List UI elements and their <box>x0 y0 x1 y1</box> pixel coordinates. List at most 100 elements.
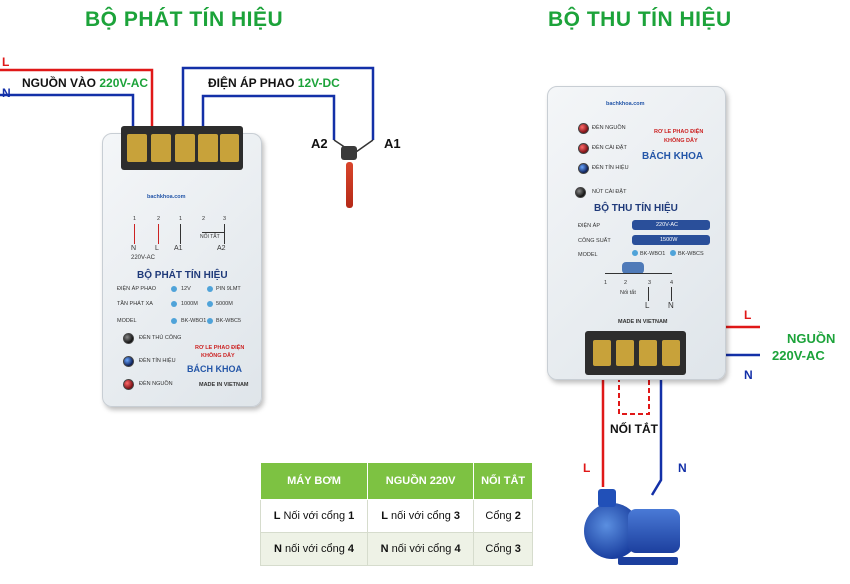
table-row: N nối với cổng 4 N nối với cổng 4 Cổng 3 <box>260 532 533 566</box>
tx-made-in: MADE IN VIETNAM <box>199 382 249 388</box>
tx-term-num: 2 <box>202 216 206 222</box>
cell-power: N nối với cổng 4 <box>366 532 475 566</box>
pump-n-label: N <box>678 461 687 475</box>
rx-indicator-label: ĐÈN CÀI ĐẶT <box>592 145 627 151</box>
tx-term-label: A2 <box>217 245 226 252</box>
rx-power-line2: 220V-AC <box>772 348 825 363</box>
short-label: NỐI TẮT <box>610 422 658 436</box>
table-header-row: MÁY BƠM NGUỒN 220V NỐI TẮT <box>260 462 533 500</box>
tx-spec-name: MODEL <box>117 318 137 324</box>
tx-spec-opt: PIN 9LMT <box>216 286 241 292</box>
tx-control-label: ĐÈN NGUỒN <box>139 381 173 387</box>
tx-spec-name: ĐIỆN ÁP PHAO <box>117 286 157 292</box>
header-power: NGUỒN 220V <box>366 462 475 500</box>
tx-term-label: N <box>131 245 137 252</box>
rx-made-in: MADE IN VIETNAM <box>618 319 668 325</box>
cell-pump: N nối với cổng 4 <box>260 532 368 566</box>
tx-spec-opt: 5000M <box>216 301 233 307</box>
float-wire-a1 <box>181 66 375 140</box>
rx-indicator-label: ĐÈN TÍN HIỆU <box>592 165 629 171</box>
tx-term-label: A1 <box>174 245 183 252</box>
tx-control-label: ĐÈN THỦ CÔNG <box>139 335 182 341</box>
tx-live-wire <box>0 68 154 128</box>
tx-short-label: NỐI TẮT <box>200 234 220 240</box>
receiver-title: BỘ THU TÍN HIỆU <box>548 8 732 31</box>
rx-product-line: RƠ LE PHAO ĐIỆN <box>654 129 704 135</box>
tx-spec-opt: BK-WBO1 <box>181 318 207 324</box>
rx-terminal-block <box>585 331 686 375</box>
rx-short-label: Nối tắt <box>620 290 636 296</box>
water-pump <box>584 487 684 573</box>
tx-term-num: 1 <box>179 216 183 222</box>
cell-pump: L Nối với cổng 1 <box>260 499 368 533</box>
rx-signal-led <box>578 163 589 174</box>
float-wire-a2 <box>201 94 336 140</box>
rx-n-label: N <box>668 301 674 310</box>
header-pump: MÁY BƠM <box>260 462 368 500</box>
header-short: NỐI TẮT <box>473 462 533 500</box>
rx-power-line1: NGUỒN <box>787 331 836 346</box>
rx-setup-led <box>578 143 589 154</box>
rx-setup-label: NÚT CÀI ĐẶT <box>592 189 627 195</box>
tx-product-line: KHÔNG DÂY <box>201 353 235 359</box>
table-row: L Nối với cổng 1 L nối với cổng 3 Cổng 2 <box>260 499 533 533</box>
float-switch-head <box>341 146 357 160</box>
tx-brand: bachkhoa.com <box>147 194 186 200</box>
float-voltage-label: ĐIỆN ÁP PHAO 12V-DC <box>208 76 340 90</box>
tx-terminal-block <box>121 126 243 170</box>
rx-model: BK-WBO1 <box>640 251 666 257</box>
tx-product-line: RƠ LE PHAO ĐIỆN <box>195 345 245 351</box>
rx-indicator-label: ĐÈN NGUỒN <box>592 125 626 131</box>
rx-term-num: 1 <box>604 280 608 286</box>
a1-label: A1 <box>384 136 401 151</box>
tx-spec-opt: 12V <box>181 286 191 292</box>
rx-pump-icon <box>622 262 644 274</box>
rx-brand: bachkhoa.com <box>606 101 645 107</box>
pump-neutral-wire <box>650 352 663 496</box>
connection-table: MÁY BƠM NGUỒN 220V NỐI TẮT L Nối với cổn… <box>260 462 533 566</box>
rx-spec-name: CÔNG SUẤT <box>578 238 611 244</box>
cell-power: L nối với cổng 3 <box>366 499 475 533</box>
tx-n-label: N <box>2 86 11 100</box>
rx-power-led <box>578 123 589 134</box>
rx-model-label: MODEL <box>578 252 598 258</box>
tx-term-num: 3 <box>223 216 227 222</box>
tx-term-num: 2 <box>157 216 161 222</box>
rx-model: BK-WBCS <box>678 251 704 257</box>
transmitter-title: BỘ PHÁT TÍN HIỆU <box>85 8 284 31</box>
rx-product-brand: BÁCH KHOA <box>642 151 704 162</box>
cell-short: Cổng 3 <box>473 532 533 566</box>
tx-spec-opt: BK-WBC5 <box>216 318 242 324</box>
tx-product-brand: BÁCH KHOA <box>187 364 242 374</box>
tx-spec-name: TẦN PHÁT XA <box>117 301 153 307</box>
a2-label: A2 <box>311 136 328 151</box>
tx-supply: 220V-AC <box>131 255 156 261</box>
pump-l-label: L <box>583 461 591 475</box>
tx-power-led <box>123 379 134 390</box>
rx-setup-button[interactable] <box>575 187 586 198</box>
rx-n-wire-label: N <box>744 368 753 382</box>
tx-term-label: L <box>155 245 159 252</box>
rx-device-title: BỘ THU TÍN HIỆU <box>594 203 678 214</box>
cell-short: Cổng 2 <box>473 499 533 533</box>
tx-device-title: BỘ PHÁT TÍN HIỆU <box>137 270 228 281</box>
float-switch-body <box>346 162 353 208</box>
tx-neutral-wire <box>0 93 135 128</box>
tx-control-label: ĐÈN TÍN HIỆU <box>139 358 176 364</box>
rx-spec-name: ĐIỆN ÁP <box>578 223 601 229</box>
rx-term-num: 2 <box>624 280 628 286</box>
rx-product-line: KHÔNG DÂY <box>664 138 698 144</box>
receiver-device: bachkhoa.com ĐÈN NGUỒN ĐÈN CÀI ĐẶT ĐÈN T… <box>547 86 726 380</box>
rx-l-wire-label: L <box>744 308 752 322</box>
rx-spec-value: 1500W <box>660 237 678 243</box>
transmitter-device: bachkhoa.com 1 2 1 2 3 N L A1 A2 NỐI TẮT… <box>102 126 262 407</box>
power-in-label: NGUỒN VÀO 220V-AC <box>22 76 149 90</box>
rx-term-num: 4 <box>670 280 674 286</box>
short-jumper-box <box>618 369 650 415</box>
tx-spec-opt: 1000M <box>181 301 198 307</box>
manual-button[interactable] <box>123 333 134 344</box>
rx-spec-value: 220V-AC <box>656 222 679 228</box>
tx-term-num: 1 <box>133 216 137 222</box>
rx-l-label: L <box>645 301 650 310</box>
tx-signal-led <box>123 356 134 367</box>
